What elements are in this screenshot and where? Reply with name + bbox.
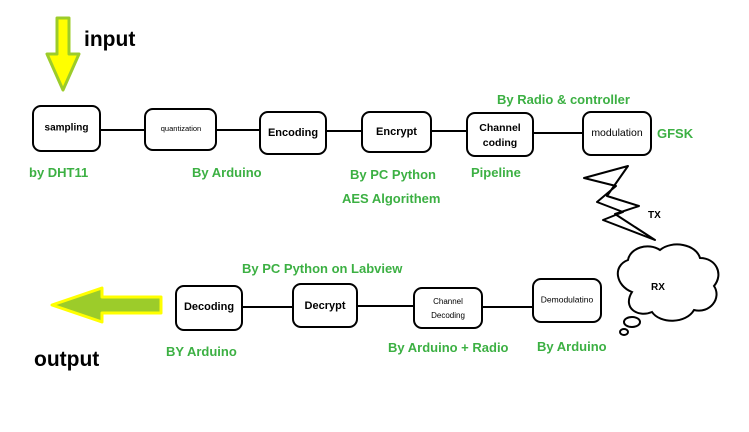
annotation-radio-controller: By Radio & controller — [497, 92, 630, 107]
annotation-aes-algorithm: AES Algorithem — [342, 191, 440, 206]
tx-label: TX — [648, 210, 661, 221]
block-demodulation-label: Demodulatino — [541, 294, 594, 304]
block-decrypt: Decrypt — [292, 283, 358, 328]
block-quantization: quantization — [144, 108, 217, 151]
annotation-by-arduino-decoding: BY Arduino — [166, 344, 237, 359]
annotation-gfsk: GFSK — [657, 126, 694, 141]
block-decoding: Decoding — [175, 285, 243, 331]
block-demodulation: Demodulatino — [532, 278, 602, 323]
block-encrypt-label: Encrypt — [376, 126, 417, 138]
block-sampling: sampling — [32, 105, 101, 152]
annotation-pc-python-labview: By PC Python on Labview — [242, 261, 403, 276]
block-modulation-label: modulation — [591, 127, 643, 139]
annotation-arduino-radio: By Arduino + Radio — [388, 340, 509, 355]
block-encoding: Encoding — [259, 111, 327, 155]
block-encrypt: Encrypt — [361, 111, 432, 153]
block-channel-decoding-line1: Channel — [433, 297, 463, 306]
annotation-by-pc-python: By PC Python — [350, 167, 436, 182]
thought-cloud-icon — [617, 243, 720, 336]
input-arrow-icon — [45, 16, 81, 92]
block-channel-decoding: Channel Decoding — [413, 287, 483, 329]
annotation-pipeline: Pipeline — [471, 165, 521, 180]
rx-connectors — [242, 305, 533, 308]
block-quantization-label: quantization — [161, 124, 201, 133]
annotation-by-dht11: by DHT11 — [29, 165, 88, 180]
block-channel-decoding-line2: Decoding — [431, 311, 465, 320]
block-decrypt-label: Decrypt — [305, 300, 346, 312]
output-label: output — [34, 348, 99, 371]
lightning-bolt-icon — [583, 165, 656, 241]
block-channel-coding: Channel coding — [466, 112, 534, 157]
block-sampling-label: sampling — [45, 123, 89, 134]
block-decoding-label: Decoding — [184, 301, 234, 313]
block-channel-coding-line2: coding — [483, 137, 517, 149]
annotation-by-arduino-demodulation: By Arduino — [537, 339, 607, 354]
block-modulation: modulation — [582, 111, 652, 156]
input-label: input — [84, 28, 135, 51]
annotation-by-arduino-quantization: By Arduino — [192, 165, 262, 180]
tx-connectors — [99, 129, 583, 134]
rx-label: RX — [651, 282, 665, 293]
block-channel-coding-line1: Channel — [479, 122, 521, 134]
block-encoding-label: Encoding — [268, 127, 318, 139]
output-arrow-icon — [50, 286, 163, 324]
